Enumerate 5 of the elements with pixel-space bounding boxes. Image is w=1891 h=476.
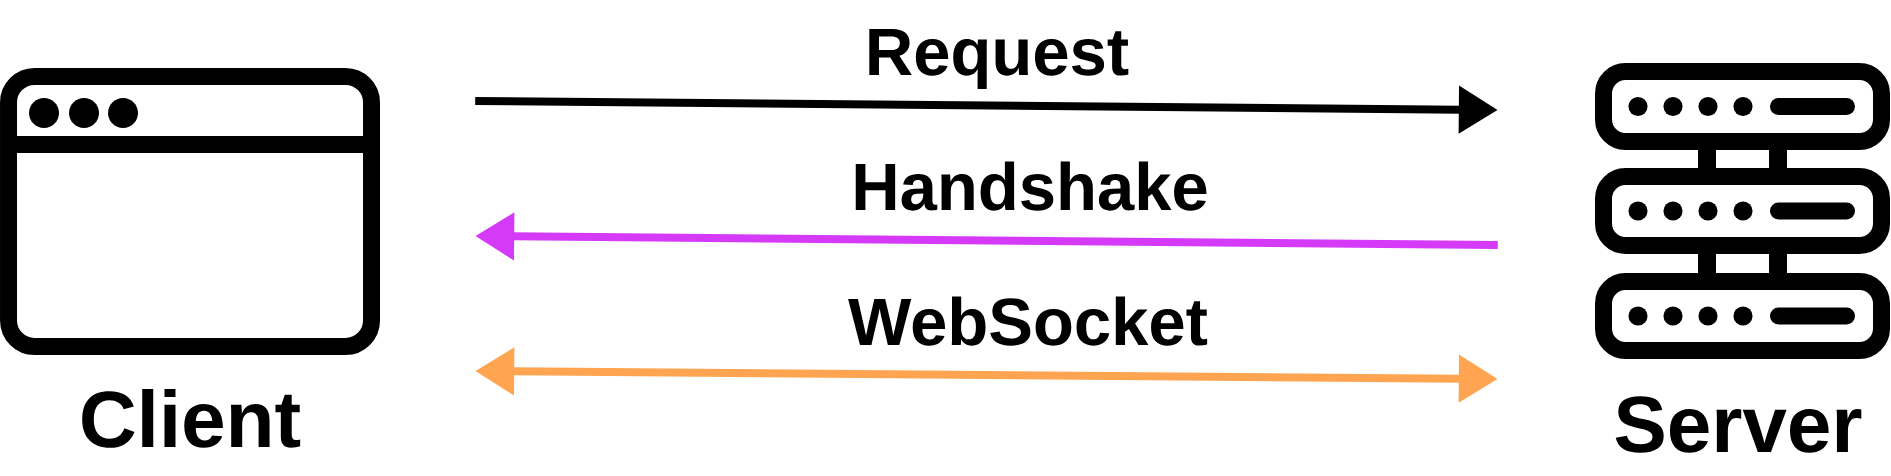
- node-label: Client: [82, 389, 301, 448]
- edge-label: Request: [869, 28, 1129, 89]
- edge-label: Handshake: [855, 161, 1207, 211]
- node-label: Server: [1615, 396, 1862, 453]
- edge-label: WebSocket: [848, 296, 1208, 346]
